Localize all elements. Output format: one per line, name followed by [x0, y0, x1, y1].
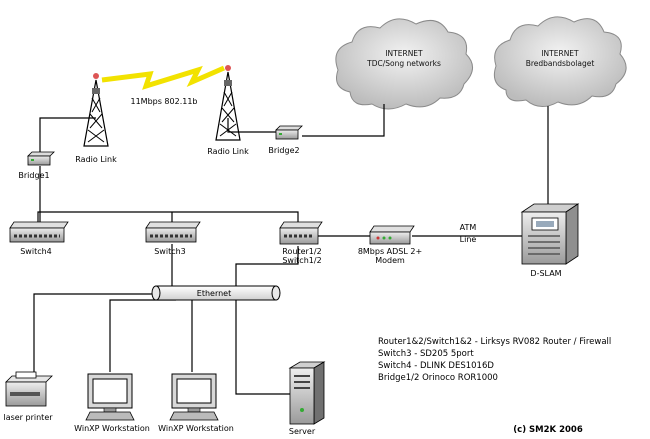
- dslam-icon: [520, 203, 580, 265]
- radio-tower-right-icon: [215, 65, 241, 141]
- ethernet-bus: [151, 285, 281, 301]
- legend-line: Router1&2/Switch1&2 - Lirksys RV082 Rout…: [378, 337, 611, 347]
- bridge2-icon: [275, 125, 303, 140]
- router-label-line2: Switch1/2: [282, 256, 321, 265]
- router-label-line1: Router1/2: [282, 247, 321, 256]
- laser-printer-label: laser printer: [3, 413, 53, 422]
- bridge2-label: Bridge2: [268, 146, 299, 155]
- bridge1-icon: [27, 151, 55, 166]
- ethernet-label: Ethernet: [197, 289, 231, 298]
- workstation2-icon: [169, 373, 219, 421]
- workstation2-label: WinXP Workstation: [158, 424, 234, 433]
- switch3-label: Switch3: [154, 247, 186, 256]
- internet-left-subtitle: TDC/Song networks: [366, 59, 441, 68]
- laser-printer-icon: [5, 371, 53, 407]
- internet-cloud-left: INTERNET TDC/Song networks: [335, 18, 473, 110]
- radio-tower-left-icon: [83, 73, 109, 147]
- wireless-link-icon: [101, 65, 226, 90]
- copyright: (c) SM2K 2006: [513, 425, 583, 435]
- modem-label-line2: Modem: [375, 256, 405, 265]
- legend-line: Switch3 - SD205 5port: [378, 349, 474, 359]
- internet-left-title: INTERNET: [385, 49, 423, 58]
- workstation1-label: WinXP Workstation: [74, 424, 150, 433]
- modem-icon: [369, 225, 415, 245]
- wireless-label: 11Mbps 802.11b: [130, 97, 197, 106]
- internet-right-subtitle: Bredbandsbolaget: [526, 59, 595, 68]
- radio-link-right-label: Radio Link: [207, 147, 249, 156]
- connection-lines: [33, 104, 549, 395]
- internet-cloud-right: INTERNET Bredbandsbolaget: [493, 16, 627, 107]
- workstation1-icon: [85, 373, 135, 421]
- switch4-label: Switch4: [20, 247, 52, 256]
- legend: Router1&2/Switch1&2 - Lirksys RV082 Rout…: [378, 337, 611, 383]
- switch3-icon: [145, 221, 201, 243]
- internet-right-title: INTERNET: [541, 49, 579, 58]
- radio-link-left-label: Radio Link: [75, 155, 117, 164]
- server-icon: [288, 361, 326, 425]
- router-icon: [279, 221, 323, 245]
- server-label: Server: [289, 427, 316, 436]
- atm-label-line2: Line: [460, 235, 477, 244]
- bridge1-label: Bridge1: [18, 171, 49, 180]
- dslam-label: D-SLAM: [530, 269, 561, 278]
- modem-label-line1: 8Mbps ADSL 2+: [358, 247, 422, 256]
- legend-line: Bridge1/2 Orinoco ROR1000: [378, 373, 498, 383]
- atm-label-line1: ATM: [460, 223, 477, 232]
- switch4-icon: [9, 221, 69, 243]
- legend-line: Switch4 - DLINK DES1016D: [378, 361, 494, 371]
